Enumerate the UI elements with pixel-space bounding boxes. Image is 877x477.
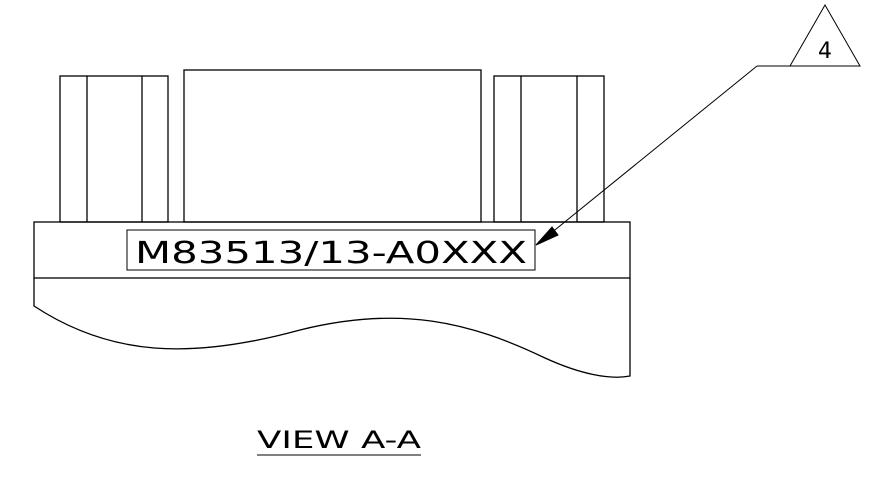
arrowhead-icon (535, 226, 559, 246)
note-flag: 4 (789, 3, 861, 67)
broken-section-body (33, 278, 631, 378)
center-block (183, 69, 482, 223)
leader-line (535, 65, 790, 246)
marking-box (126, 229, 536, 271)
view-title: VIEW A-A (257, 426, 422, 454)
base-plate (33, 221, 631, 279)
right-post (493, 75, 605, 223)
triangle-flag-icon (789, 3, 861, 67)
part-marking-text: M83513/13-A0XXX (135, 236, 527, 271)
left-post (59, 75, 169, 223)
note-flag-number: 4 (818, 39, 832, 64)
